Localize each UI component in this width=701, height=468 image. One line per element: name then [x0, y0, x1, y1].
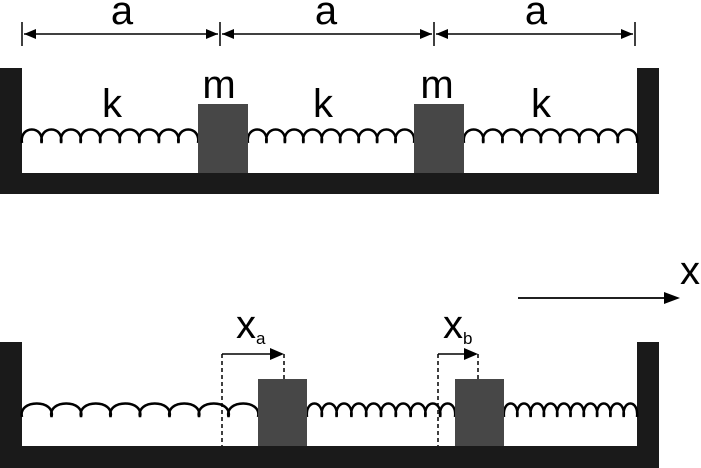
displacement-label-b-base: x — [443, 303, 463, 347]
spacing-dimensions — [21, 22, 636, 46]
x-axis-label: x — [680, 249, 700, 293]
mass-label-left: m — [202, 63, 235, 107]
left-wall — [0, 68, 22, 194]
spring-middle — [246, 128, 416, 144]
displacement-label-a-base: x — [236, 303, 256, 347]
displacement-label-b: xb — [443, 303, 472, 348]
x-axis-arrowhead — [664, 292, 680, 304]
right-wall — [637, 68, 659, 194]
spring-label-right: k — [531, 82, 552, 126]
spring-left — [20, 128, 200, 144]
spacing-label-3: a — [525, 0, 548, 33]
displacement-guides — [221, 354, 479, 446]
spring-label-left: k — [102, 82, 123, 126]
spring-right-displaced — [502, 402, 639, 418]
floor — [0, 173, 659, 194]
spacing-label-1: a — [111, 0, 134, 33]
displaced-system: x xa xb — [0, 249, 700, 468]
left-wall-displaced — [0, 342, 22, 468]
mass-right-displaced — [455, 379, 504, 446]
spacing-arrowheads — [24, 29, 633, 39]
floor-displaced — [0, 446, 659, 468]
spring-middle-displaced — [305, 402, 457, 418]
mass-left-displaced — [258, 379, 307, 446]
spring-left-displaced — [20, 402, 260, 418]
mass-right — [414, 104, 464, 173]
spacing-label-2: a — [315, 0, 338, 33]
displacement-label-b-sub: b — [463, 329, 472, 348]
displacement-arrowheads — [270, 348, 478, 360]
right-wall-displaced — [637, 342, 659, 468]
displacement-label-a: xa — [236, 303, 266, 348]
spring-label-middle: k — [313, 82, 334, 126]
mass-left — [198, 104, 248, 173]
equilibrium-system: k k k m m a a a — [0, 0, 659, 194]
displacement-label-a-sub: a — [256, 329, 266, 348]
mass-label-right: m — [420, 63, 453, 107]
spring-right — [462, 128, 639, 144]
